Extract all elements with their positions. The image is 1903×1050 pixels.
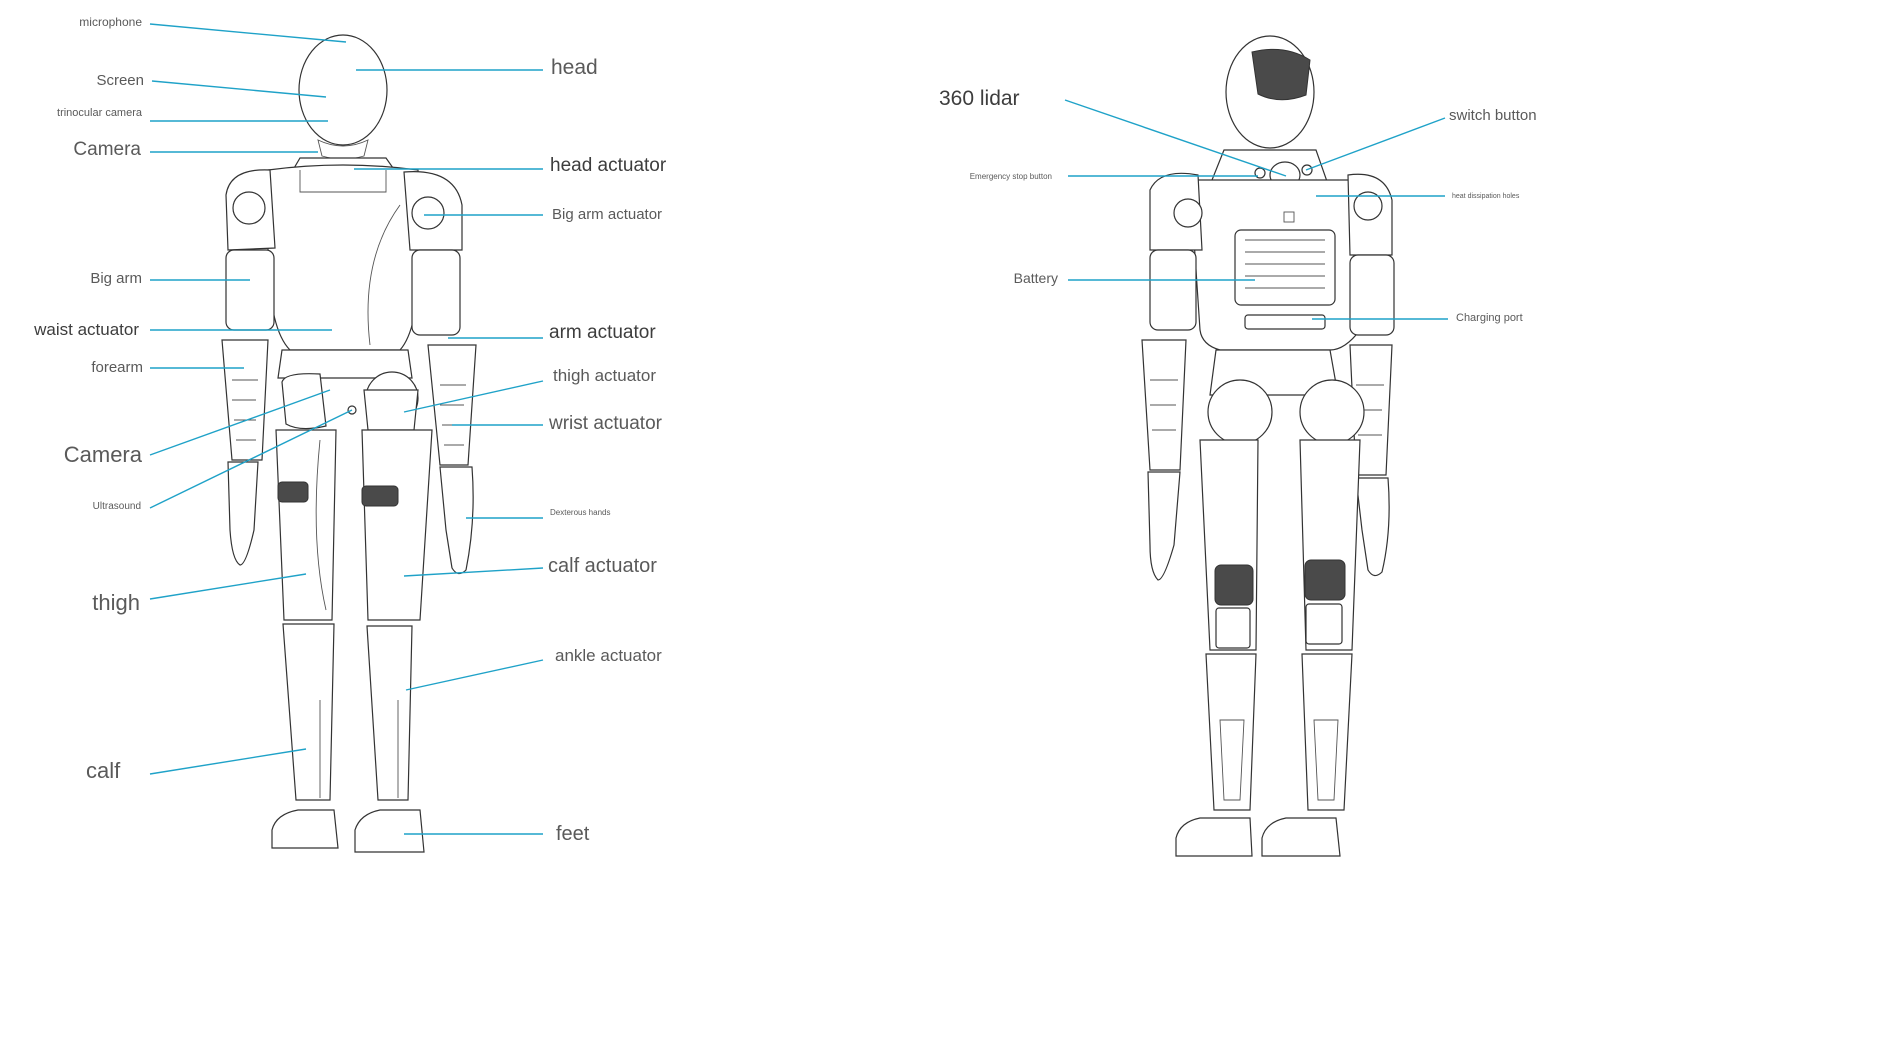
front-robot [221,34,477,853]
label-microphone: microphone [79,15,142,29]
leader-thigh-actuator [403,380,544,413]
leader-calf [149,748,307,775]
back-left-calf [1205,653,1257,811]
label-thigh: thigh [92,590,140,615]
back-robot [1141,35,1395,857]
front-leader-lines-left [149,23,353,775]
label-head: head [551,56,598,79]
leader-ankle-actuator [405,659,544,691]
front-right-calf [366,625,413,801]
label-emergency-stop: Emergency stop button [969,172,1052,181]
label-big-arm-actuator: Big arm actuator [552,206,663,223]
label-ultrasound: Ultrasound [92,501,141,512]
label-trinocular-camera: trinocular camera [57,107,142,119]
label-waist-actuator: waist actuator [34,320,139,339]
robot-illustration [149,23,1448,857]
leader-thigh [149,573,307,600]
back-right-hand [1355,477,1390,577]
label-screen: Screen [96,72,144,89]
leader-lidar [1064,99,1287,177]
back-left-foot [1175,817,1253,857]
label-camera-torso: Camera [63,442,142,467]
back-left-hand [1147,471,1181,581]
front-left-foot [271,809,339,849]
label-switch-button: switch button [1449,107,1537,124]
label-big-arm: Big arm [90,270,142,287]
leader-calf-actuator [403,567,544,577]
leader-camera-torso [149,389,331,456]
battery-panel [1234,229,1336,306]
label-battery: Battery [1013,270,1058,286]
front-right-hand [439,466,474,575]
label-arm-actuator: arm actuator [549,322,656,343]
front-left-hand [227,461,259,566]
front-head [298,34,388,146]
label-head-actuator: head actuator [550,155,667,176]
leader-switch-button [1305,117,1446,171]
label-ankle-actuator: ankle actuator [555,646,662,665]
label-dexterous-hands: Dexterous hands [550,508,611,517]
label-wrist-actuator: wrist actuator [549,413,662,434]
label-forearm: forearm [91,359,143,376]
label-calf-actuator: calf actuator [548,555,657,577]
robot-diagram: microphone Screen trinocular camera Came… [34,15,1537,857]
front-left-thigh [275,429,337,621]
front-right-thigh [361,429,433,621]
label-heat-dissipation: heat dissipation holes [1452,193,1520,200]
leader-ultrasound [149,409,353,509]
leader-screen [151,80,327,98]
front-left-calf [282,623,335,801]
label-camera-head: Camera [73,139,141,160]
label-lidar: 360 lidar [939,87,1020,110]
label-feet: feet [556,823,590,845]
back-right-calf [1301,653,1353,811]
back-head-mesh [1251,48,1311,101]
label-charging-port: Charging port [1456,312,1523,324]
front-torso [267,164,421,351]
label-calf: calf [86,758,121,783]
label-thigh-actuator: thigh actuator [553,366,657,385]
leader-microphone [149,23,347,43]
back-right-foot [1261,817,1341,857]
front-leader-lines-right [354,69,544,835]
back-leader-lines [1064,99,1448,320]
front-right-foot [354,809,425,853]
